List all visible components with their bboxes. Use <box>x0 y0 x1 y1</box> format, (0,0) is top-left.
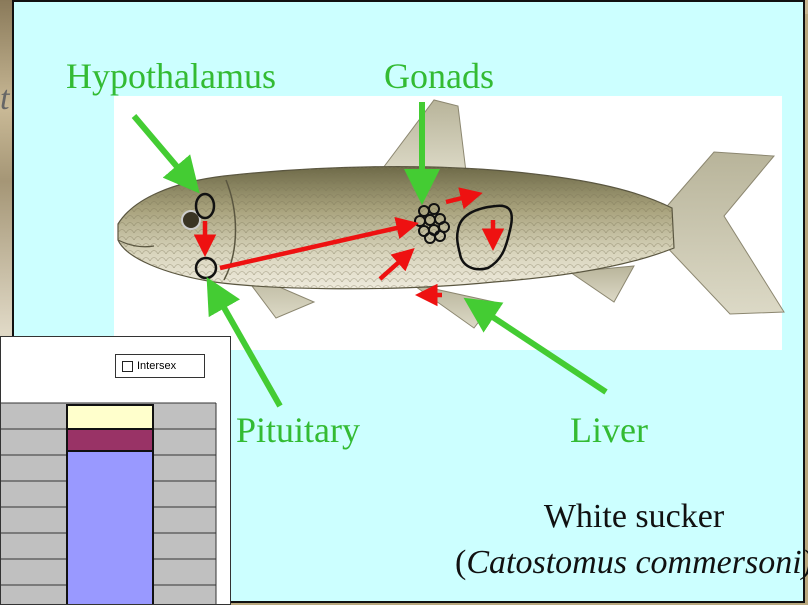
label-pituitary: Pituitary <box>236 412 360 448</box>
green-arrow-liver <box>476 306 606 392</box>
scientific-name: Catostomus commersoni) <box>466 544 808 581</box>
label-gonads: Gonads <box>384 58 494 94</box>
label-liver: Liver <box>570 412 648 448</box>
caudal-fin <box>662 152 784 314</box>
background-text: t <box>0 80 9 118</box>
green-arrow-hypothalamus <box>134 116 190 182</box>
label-hypothalamus: Hypothalamus <box>66 58 276 94</box>
paren-open: ( <box>455 544 466 581</box>
common-name: White sucker <box>434 494 808 540</box>
bar-segment-intersex <box>67 405 153 429</box>
bar-segment-blue <box>67 451 153 605</box>
chart-inset: Intersex <box>0 336 231 605</box>
pelvic-fin <box>412 284 494 328</box>
bar-segment-maroon <box>67 429 153 451</box>
chart-inset-plot <box>1 337 231 605</box>
species-caption: White sucker (Catostomus commersoni) <box>434 494 808 586</box>
scientific-name-line: (Catostomus commersoni) <box>434 540 808 586</box>
